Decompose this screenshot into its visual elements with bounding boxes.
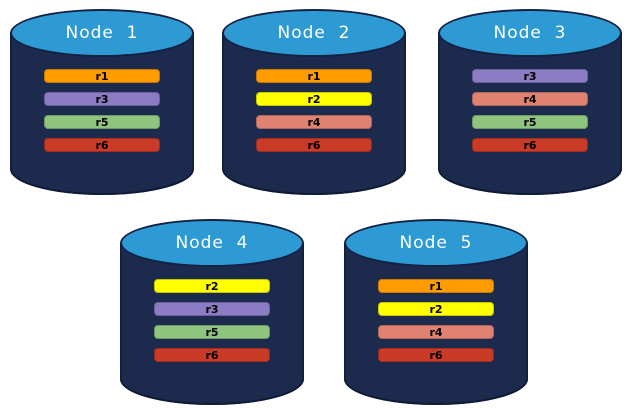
replica-list: r1 r2 r4 r6 [378,279,494,362]
replica-list: r3 r4 r5 r6 [472,69,588,152]
node-cylinder-2: Node 2 r1 r2 r4 r6 [222,9,406,195]
replica-label: r5 [523,115,537,129]
replica-list: r1 r2 r4 r6 [256,69,372,152]
replica-bar-r5: r5 [44,115,160,129]
replica-bar-r5: r5 [154,325,270,339]
replica-bar-r3: r3 [44,92,160,106]
replica-label: r6 [429,348,443,362]
cylinder-body [344,243,528,405]
node-title: Node 5 [399,233,473,253]
replica-label: r2 [307,92,321,106]
replica-label: r3 [205,302,219,316]
cylinder-top: Node 5 [344,219,528,267]
replica-label: r4 [307,115,321,129]
replica-bar-r6: r6 [256,138,372,152]
replica-bar-r1: r1 [256,69,372,83]
replica-label: r6 [95,138,109,152]
replica-label: r1 [95,69,109,83]
replica-bar-r2: r2 [256,92,372,106]
replica-bar-r2: r2 [378,302,494,316]
replica-bar-r3: r3 [154,302,270,316]
cylinder-body [120,243,304,405]
cylinder-body [222,33,406,195]
replica-label: r4 [429,325,443,339]
replica-bar-r5: r5 [472,115,588,129]
replica-label: r1 [429,279,443,293]
node-title: Node 2 [277,23,351,43]
cylinder-top: Node 1 [10,9,194,57]
replica-bar-r4: r4 [378,325,494,339]
node-cylinder-5: Node 5 r1 r2 r4 r6 [344,219,528,405]
replica-bar-r6: r6 [44,138,160,152]
replica-label: r6 [307,138,321,152]
replica-label: r5 [205,325,219,339]
replica-bar-r1: r1 [44,69,160,83]
replica-list: r1 r3 r5 r6 [44,69,160,152]
replica-label: r5 [95,115,109,129]
replica-bar-r6: r6 [154,348,270,362]
cylinder-top: Node 3 [438,9,622,57]
replica-list: r2 r3 r5 r6 [154,279,270,362]
node-cylinder-4: Node 4 r2 r3 r5 r6 [120,219,304,405]
cylinder-top: Node 4 [120,219,304,267]
replica-label: r3 [523,69,537,83]
replica-bar-r2: r2 [154,279,270,293]
cylinder-body [10,33,194,195]
replica-bar-r6: r6 [378,348,494,362]
cylinder-body [438,33,622,195]
replica-label: r2 [205,279,219,293]
replica-label: r6 [523,138,537,152]
node-cylinder-3: Node 3 r3 r4 r5 r6 [438,9,622,195]
replica-bar-r1: r1 [378,279,494,293]
replica-label: r3 [95,92,109,106]
replica-label: r2 [429,302,443,316]
node-title: Node 4 [175,233,249,253]
replica-bar-r3: r3 [472,69,588,83]
node-title: Node 3 [493,23,567,43]
node-title: Node 1 [65,23,139,43]
cylinder-top: Node 2 [222,9,406,57]
replica-bar-r4: r4 [256,115,372,129]
replica-bar-r4: r4 [472,92,588,106]
node-cylinder-1: Node 1 r1 r3 r5 r6 [10,9,194,195]
replica-label: r4 [523,92,537,106]
replica-bar-r6: r6 [472,138,588,152]
replica-label: r6 [205,348,219,362]
replica-label: r1 [307,69,321,83]
